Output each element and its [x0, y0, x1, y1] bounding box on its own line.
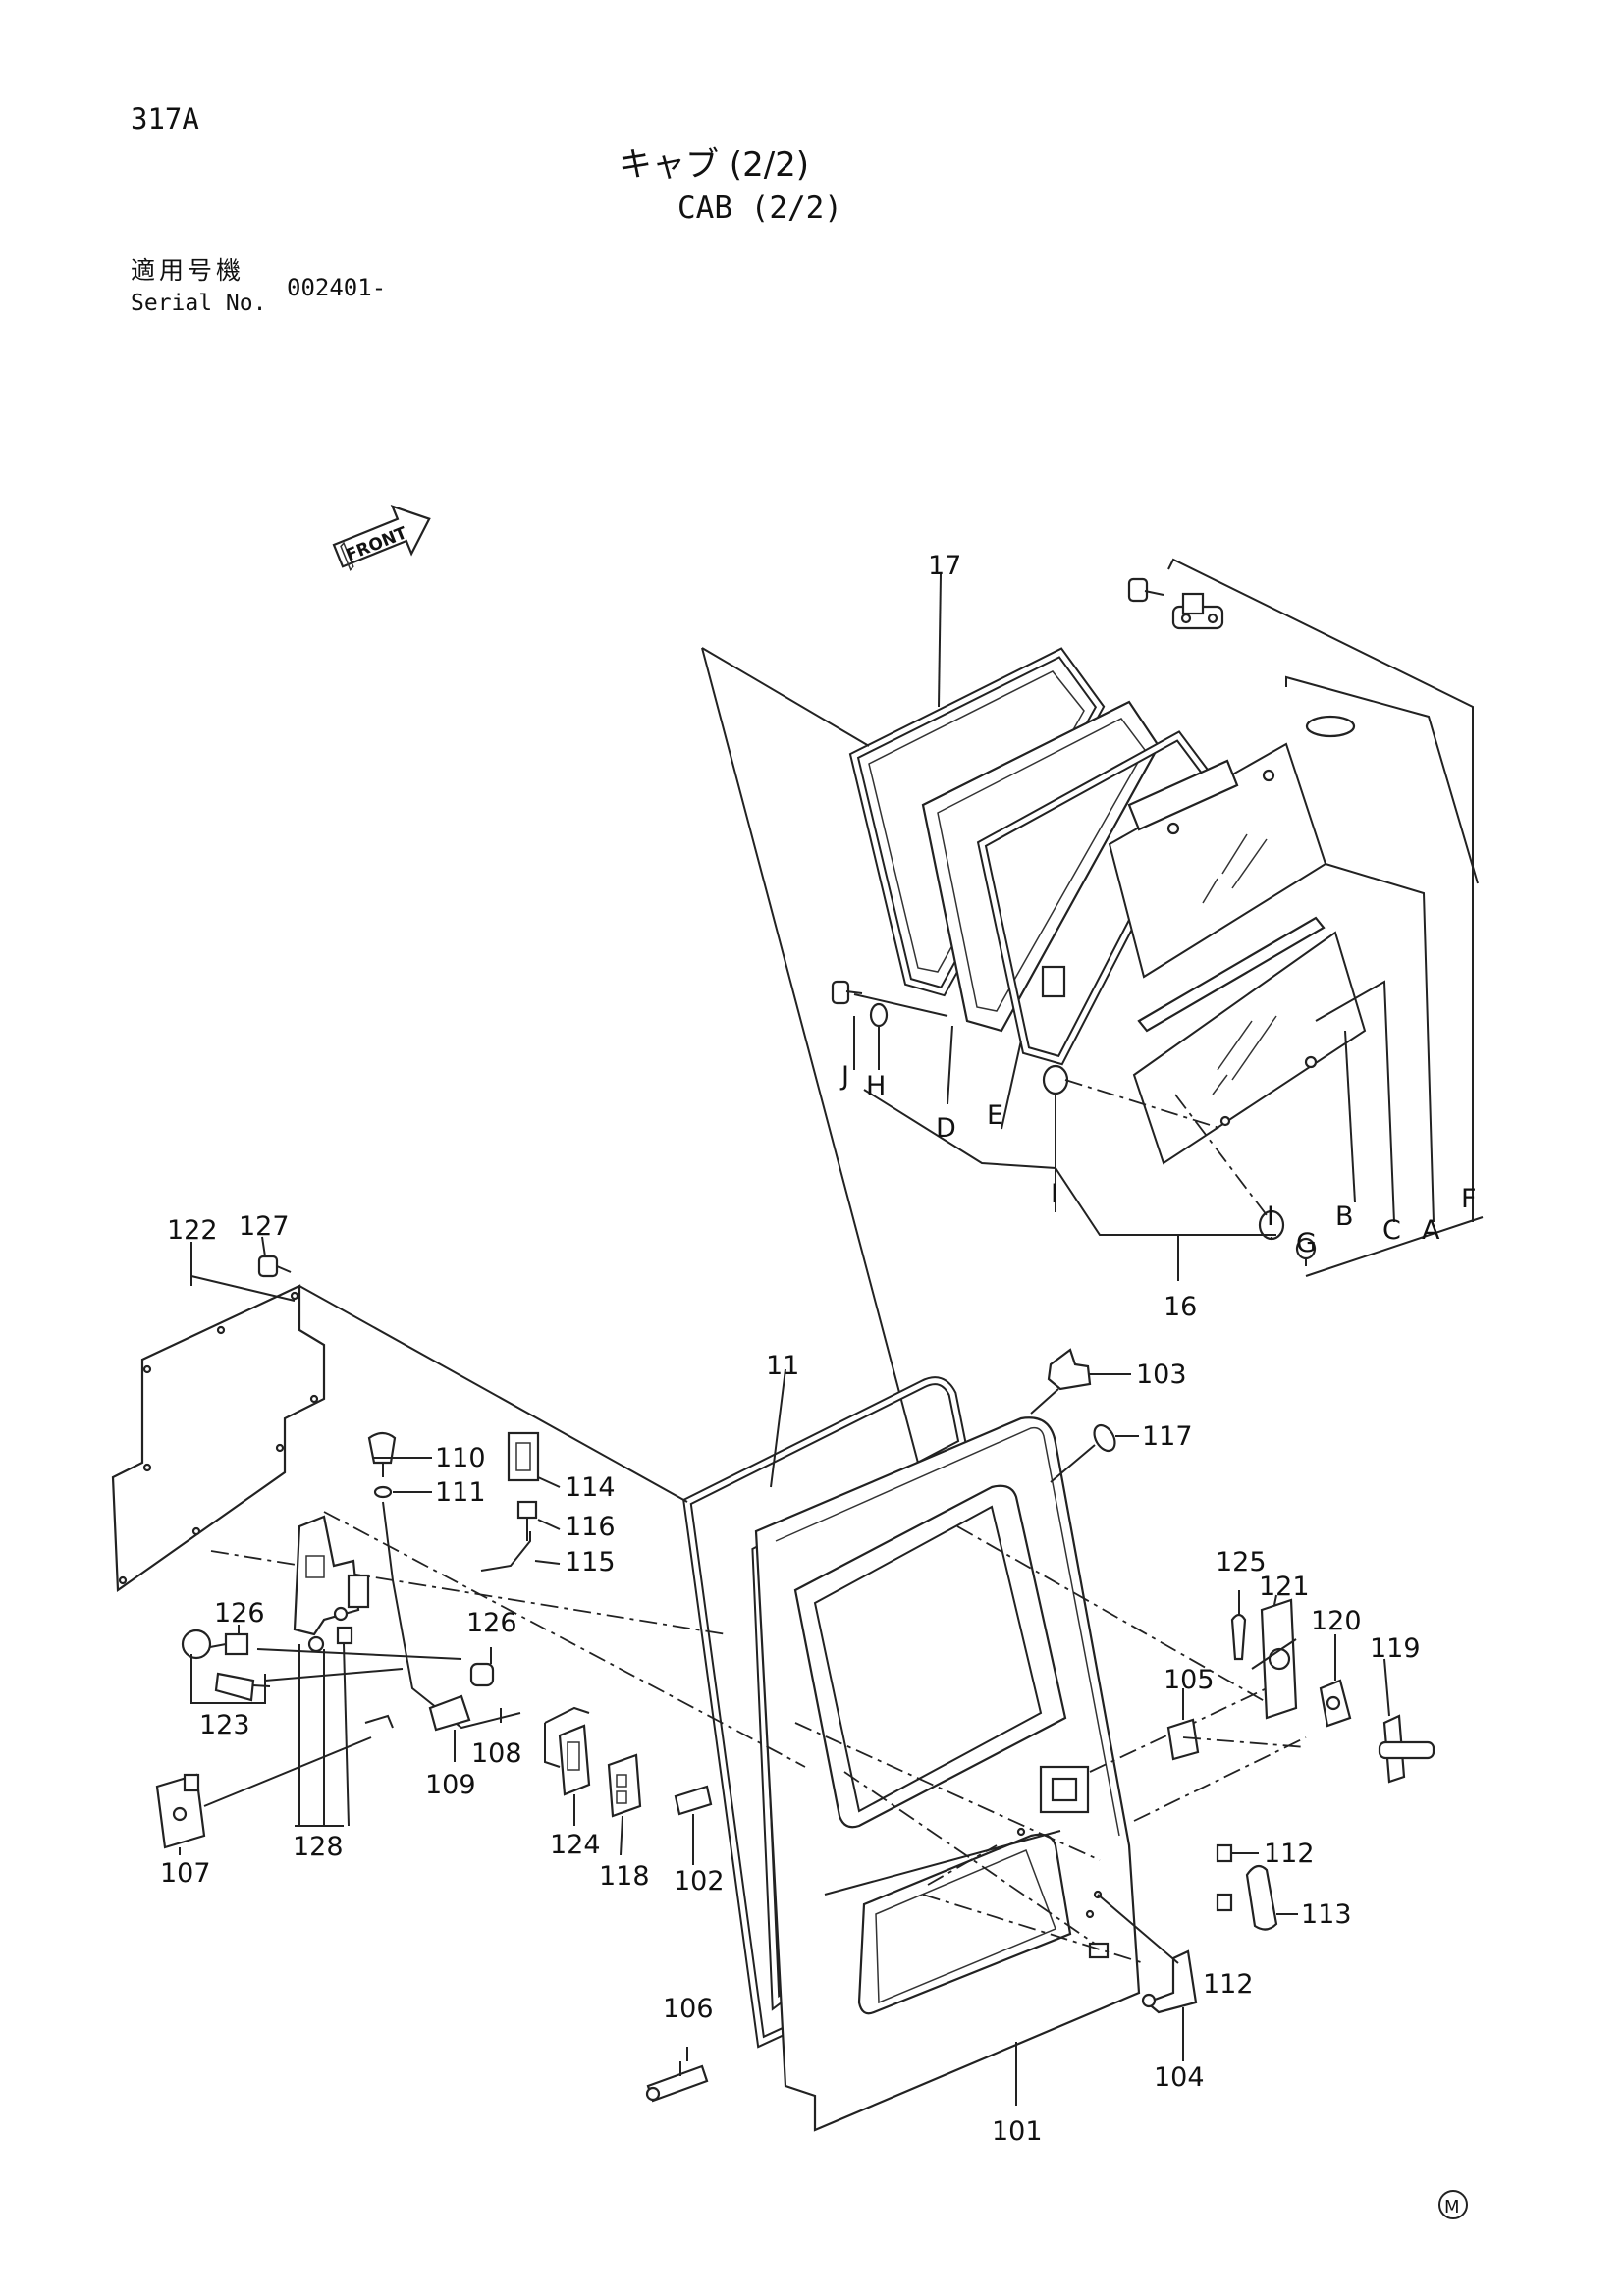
bolt-j: [831, 980, 863, 1005]
front-arrow: FRONT: [332, 504, 431, 571]
page-code: 317A: [131, 102, 199, 135]
callout-111: 111: [435, 1477, 486, 1508]
callout-16: 16: [1164, 1292, 1197, 1322]
bolt-128: [336, 1626, 353, 1645]
washer-111: [373, 1485, 393, 1499]
window-assembly: [701, 558, 1484, 1646]
catch-124: [558, 1724, 591, 1796]
callout-127: 127: [239, 1211, 290, 1242]
title-japanese: キャブ (2/2): [619, 145, 810, 185]
window-stopper: [1305, 715, 1356, 738]
cushion-102: [674, 1785, 713, 1816]
bumper-117: [1093, 1423, 1139, 1453]
callout-c: C: [1382, 1215, 1401, 1246]
knob-110: [367, 1431, 397, 1477]
lock-107: [155, 1714, 394, 1849]
callout-114: 114: [565, 1472, 616, 1503]
clip-112a: [1216, 1843, 1233, 1863]
callout-h: H: [866, 1071, 886, 1101]
callout-105: 105: [1164, 1665, 1215, 1695]
footer-mark-letter: M: [1444, 2197, 1460, 2217]
lever-125: [1230, 1613, 1247, 1661]
hinge-106: [645, 2064, 709, 2103]
rod-115: [480, 1531, 531, 1572]
callout-f: F: [1461, 1184, 1477, 1214]
callout-j: J: [839, 1061, 849, 1092]
callout-121: 121: [1259, 1572, 1310, 1602]
callout-116: 116: [565, 1512, 616, 1542]
cab-door: [682, 1376, 1307, 2132]
callout-123: 123: [199, 1710, 250, 1740]
clip-112b: [1216, 1893, 1233, 1912]
callout-101: 101: [992, 2116, 1043, 2147]
callout-a: A: [1422, 1215, 1440, 1246]
callout-126a: 126: [214, 1598, 265, 1629]
lower-glass: [1132, 931, 1367, 1165]
handle-120: [1319, 1679, 1352, 1728]
cushion-i1: [1042, 1064, 1069, 1095]
callout-113: 113: [1301, 1899, 1352, 1930]
title-english: CAB (2/2): [677, 190, 842, 226]
callout-115: 115: [565, 1547, 616, 1577]
pad-109: [428, 1694, 471, 1732]
bolt-127: [257, 1255, 292, 1278]
window-hinge: [1171, 592, 1224, 630]
callout-b: B: [1335, 1201, 1354, 1232]
middle-rail: [1137, 916, 1326, 1033]
callout-128: 128: [293, 1832, 344, 1862]
callout-108: 108: [471, 1738, 522, 1769]
pin-116: [516, 1500, 538, 1541]
serial-label-english: Serial No.: [131, 291, 267, 316]
handle-113: [1245, 1864, 1278, 1931]
callout-g: G: [1296, 1228, 1317, 1258]
callout-120: 120: [1311, 1606, 1362, 1636]
latch-119: [1378, 1714, 1435, 1784]
striker-114: [507, 1431, 540, 1482]
callout-110: 110: [435, 1443, 486, 1473]
callout-i1: I: [1051, 1179, 1058, 1209]
callout-112b: 112: [1203, 1969, 1254, 2000]
callout-e: E: [987, 1100, 1003, 1131]
latch-bracket-128: [293, 1515, 370, 1653]
callouts: 17 16 11 101 102 103 104 105 106 107 108…: [160, 551, 1477, 2147]
frame-latch: [1041, 965, 1066, 998]
hinge-104: [1141, 1949, 1198, 2014]
callout-109: 109: [425, 1770, 476, 1800]
key-123: [190, 1654, 271, 1704]
callout-122: 122: [167, 1215, 218, 1246]
callout-106: 106: [663, 1994, 714, 2024]
door-lower-panel: [857, 1833, 1072, 2015]
footer-mark: M: [1438, 2190, 1468, 2219]
clip-126b: [469, 1662, 495, 1687]
upper-rail: [1127, 759, 1239, 831]
catch-118: [607, 1753, 642, 1818]
handle-base-121: [1260, 1598, 1298, 1720]
callout-11: 11: [766, 1351, 799, 1381]
callout-d: D: [936, 1113, 956, 1144]
washer-h: [869, 1002, 889, 1028]
callout-124: 124: [550, 1830, 601, 1860]
cover-plate-122: [111, 1275, 806, 1768]
callout-112a: 112: [1264, 1839, 1315, 1869]
lock-cylinder-126a: [181, 1629, 249, 1660]
door-glass: [813, 1505, 1043, 1813]
serial-label-japanese: 適用号機: [131, 256, 245, 285]
serial-value: 002401-: [287, 274, 387, 301]
callout-103: 103: [1136, 1360, 1187, 1390]
callout-117: 117: [1142, 1421, 1193, 1452]
callout-126b: 126: [466, 1608, 517, 1638]
callout-107: 107: [160, 1858, 211, 1889]
callout-17: 17: [928, 551, 961, 581]
callout-119: 119: [1370, 1633, 1421, 1664]
callout-104: 104: [1154, 2062, 1205, 2093]
callout-102: 102: [674, 1866, 725, 1896]
callout-118: 118: [599, 1861, 650, 1892]
bracket-105: [1166, 1718, 1200, 1761]
hinge-bolt: [1127, 577, 1164, 603]
callout-125: 125: [1216, 1547, 1267, 1577]
callout-i2: I: [1267, 1201, 1274, 1232]
bracket-103: [1047, 1348, 1131, 1391]
